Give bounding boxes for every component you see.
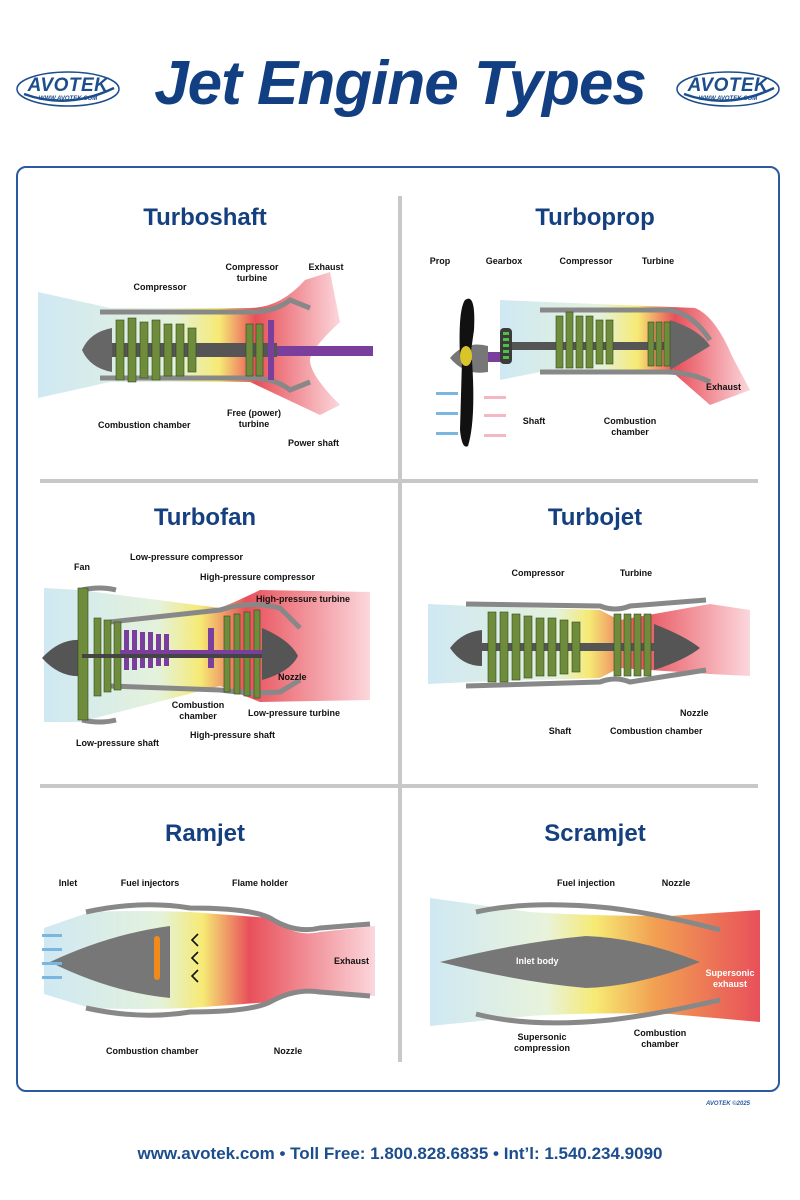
hp-compressor-label: High-pressure compressor [200, 572, 316, 582]
flame-holder-label: Flame holder [231, 878, 289, 888]
logo-text: AVOTEK [27, 75, 109, 96]
combustion-chamber-label: Combustion chamber [603, 416, 657, 437]
scramjet-panel: Scramjet Fuel injection Nozzle Inlet bod… [410, 816, 780, 1086]
turbofan-diagram [42, 585, 370, 725]
vertical-divider [398, 196, 402, 1062]
turbine-label: Turbine [619, 568, 653, 578]
power-shaft-label: Power shaft [288, 438, 340, 448]
ramjet-panel: Ramjet Inlet Fuel injectors Flame holder… [20, 816, 390, 1086]
shaft-label: Shaft [548, 726, 572, 736]
lp-turbine-label: Low-pressure turbine [248, 708, 341, 718]
compressor-label: Compressor [511, 568, 565, 578]
combustion-chamber-label: Combustion chamber [106, 1046, 199, 1056]
combustion-chamber-label: Combustion chamber [98, 420, 191, 430]
inlet-label: Inlet [58, 878, 78, 888]
combustion-chamber-label: Combustion chamber [171, 700, 225, 721]
free-turbine-label: Free (power) turbine [226, 408, 282, 429]
exhaust-label: Exhaust [334, 956, 370, 966]
turboshaft-diagram [38, 272, 373, 415]
scramjet-diagram [430, 898, 760, 1026]
nozzle-label: Nozzle [661, 878, 691, 888]
hp-turbine-label: High-pressure turbine [256, 594, 351, 604]
compressor-label: Compressor [133, 282, 187, 292]
turboprop-diagram [436, 298, 750, 447]
copyright: AVOTEK ©2025 [706, 1101, 750, 1107]
gearbox-label: Gearbox [485, 256, 523, 266]
nozzle-label: Nozzle [680, 708, 709, 718]
page-title: Jet Engine Types [154, 49, 647, 118]
compressor-turbine-label: Compressor turbine [225, 262, 279, 283]
turbojet-panel: Turbojet [410, 500, 780, 770]
horizontal-divider [40, 784, 758, 788]
panel-title: Turboshaft [143, 204, 267, 231]
fuel-injectors-label: Fuel injectors [120, 878, 180, 888]
turbine-label: Turbine [641, 256, 675, 266]
panel-title: Ramjet [164, 820, 246, 847]
shaft-label: Shaft [522, 416, 546, 426]
hp-shaft-label: High-pressure shaft [190, 730, 276, 740]
turbojet-diagram [428, 597, 750, 689]
turboprop-panel: Turboprop [410, 200, 780, 470]
fuel-injection-label: Fuel injection [556, 878, 616, 888]
turbofan-panel: Turbofan [20, 500, 390, 770]
logo-text: AVOTEK [687, 75, 769, 96]
panel-title: Turbofan [153, 504, 257, 531]
combustion-chamber-label: Combustion chamber [610, 726, 703, 736]
exhaust-label: Exhaust [308, 262, 344, 272]
avotek-logo-right: AVOTEK WWW.AVOTEK.COM [674, 66, 782, 112]
fan-label: Fan [73, 562, 91, 572]
panel-title: Turbojet [547, 504, 643, 531]
nozzle-label: Nozzle [278, 672, 307, 682]
ramjet-diagram [42, 902, 375, 1018]
supersonic-exhaust-label: Supersonic exhaust [705, 968, 755, 989]
lp-shaft-label: Low-pressure shaft [76, 738, 160, 748]
header: AVOTEK WWW.AVOTEK.COM Jet Engine Types A… [0, 0, 800, 160]
supersonic-compression-label: Supersonic compression [513, 1032, 571, 1053]
combustion-chamber-label: Combustion chamber [633, 1028, 687, 1049]
exhaust-label: Exhaust [706, 382, 742, 392]
horizontal-divider [40, 479, 758, 483]
logo-url: WWW.AVOTEK.COM [698, 96, 758, 102]
compressor-label: Compressor [559, 256, 613, 266]
poster-frame [16, 166, 780, 1092]
nozzle-label: Nozzle [273, 1046, 303, 1056]
lp-compressor-label: Low-pressure compressor [130, 552, 244, 562]
panel-title: Turboprop [535, 204, 655, 231]
footer-contact: www.avotek.com • Toll Free: 1.800.828.68… [137, 1144, 663, 1163]
turboshaft-panel: Turboshaft Comp [20, 200, 390, 470]
logo-url: WWW.AVOTEK.COM [38, 96, 98, 102]
inlet-body-label: Inlet body [516, 956, 559, 966]
prop-label: Prop [429, 256, 451, 266]
avotek-logo-left: AVOTEK WWW.AVOTEK.COM [14, 66, 122, 112]
panel-title: Scramjet [544, 820, 646, 847]
